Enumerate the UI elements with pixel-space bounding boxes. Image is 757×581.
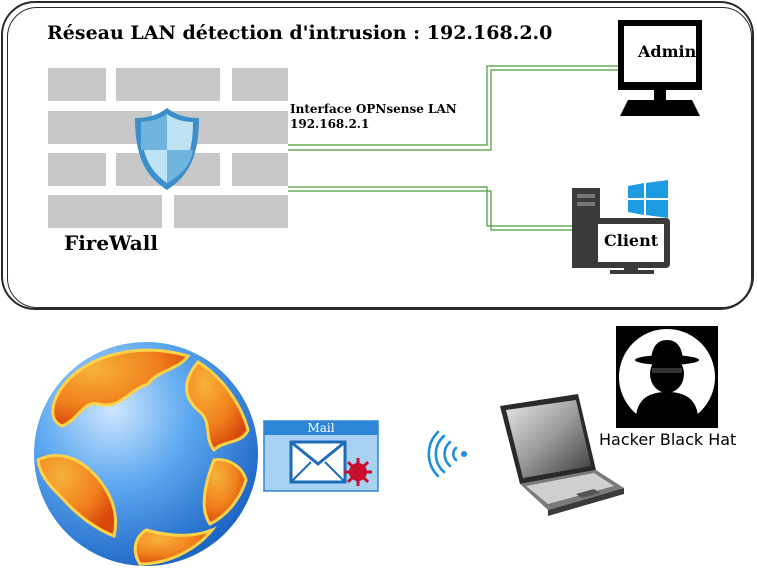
- interface-name: Interface OPNsense LAN: [290, 102, 457, 116]
- windows-logo-icon: [628, 180, 668, 218]
- laptop-icon: [500, 394, 624, 516]
- interface-ip: 192.168.2.1: [290, 117, 370, 131]
- interface-label: Interface OPNsense LAN 192.168.2.1: [290, 102, 457, 132]
- shield-icon: [135, 108, 199, 190]
- diagram-title: Réseau LAN détection d'intrusion : 192.1…: [47, 22, 553, 44]
- wifi-signal-icon: [427, 430, 467, 478]
- mail-label: Mail: [307, 421, 335, 435]
- admin-label: Admin: [638, 42, 697, 61]
- lan-network-frame-inner: [7, 7, 752, 308]
- link-firewall-client: [288, 186, 600, 231]
- client-desktop-icon: [572, 180, 670, 274]
- admin-monitor-icon: [618, 20, 702, 116]
- internet-globe-icon: [34, 342, 258, 566]
- link-firewall-admin: [288, 65, 622, 151]
- hacker-avatar-icon: [616, 326, 718, 428]
- virus-icon: [344, 458, 372, 486]
- firewall-brick-wall-icon: [48, 68, 288, 228]
- hacker-label: Hacker Black Hat: [599, 430, 737, 449]
- client-label: Client: [604, 231, 659, 250]
- firewall-label: FireWall: [64, 231, 158, 255]
- mail-virus-icon: [263, 420, 379, 492]
